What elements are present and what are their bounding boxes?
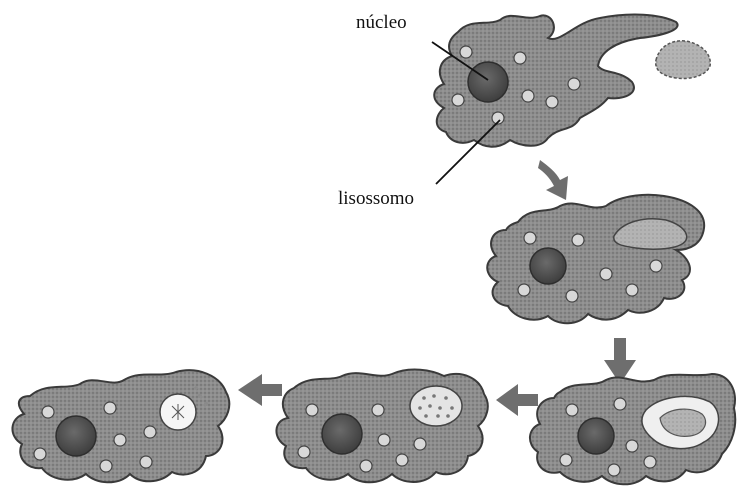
amoeba-body	[487, 195, 704, 324]
cell-stage-1	[434, 15, 710, 147]
phagolysosome	[410, 386, 462, 426]
cell-stage-5	[12, 370, 229, 482]
nucleus	[578, 418, 614, 454]
lysosome-label: lisossomo	[338, 188, 414, 210]
arrow-down-1	[538, 160, 568, 200]
nucleus	[468, 62, 508, 102]
nucleus	[530, 248, 566, 284]
prey-cell	[656, 41, 711, 79]
nucleus	[322, 414, 362, 454]
cell-stage-2	[487, 195, 704, 324]
arrow-left-4	[238, 374, 282, 406]
cell-stage-4	[276, 370, 487, 483]
amoeba-body	[276, 370, 487, 483]
nucleus-label: núcleo	[356, 12, 407, 34]
cell-stage-3	[530, 374, 735, 484]
nucleus	[56, 416, 96, 456]
arrow-left-3	[496, 384, 538, 416]
